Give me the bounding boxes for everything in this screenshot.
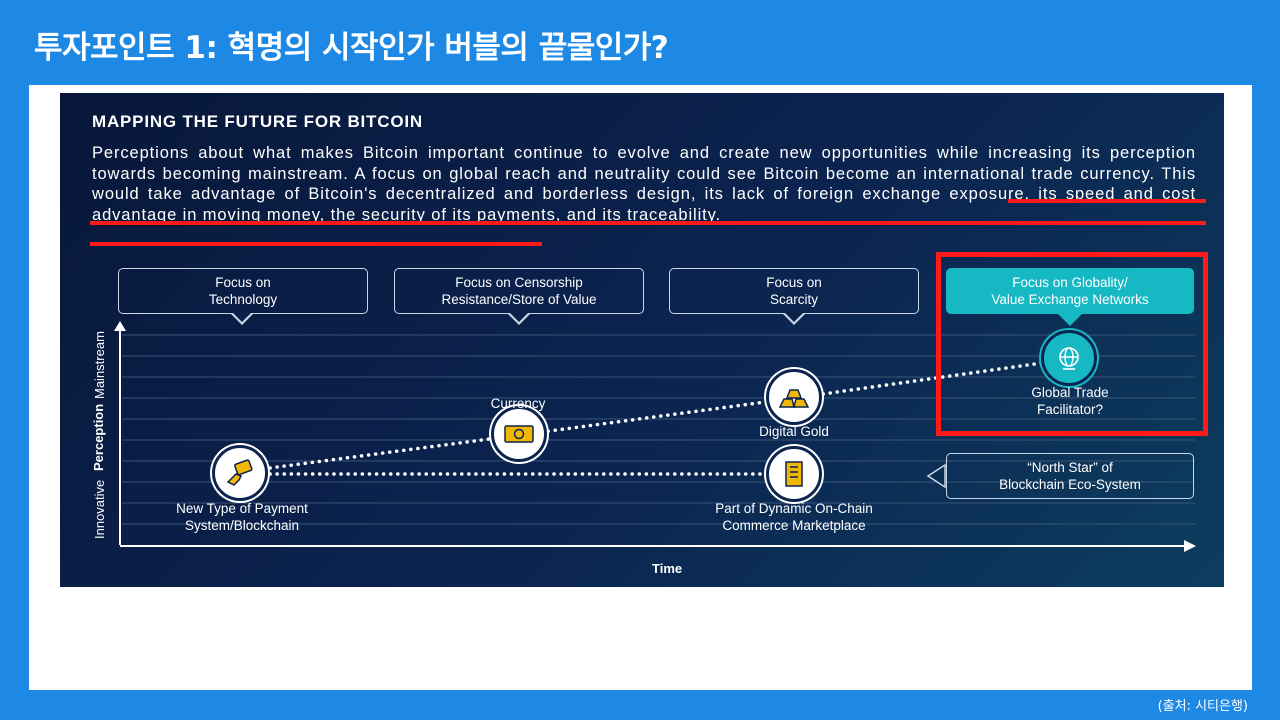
gold-bars-icon [778, 389, 810, 408]
focus-tail-inner [784, 312, 804, 322]
y-axis-arrow [114, 321, 126, 331]
focus-tail-teal [1057, 313, 1083, 326]
north-star-callout: “North Star” of Blockchain Eco-System [946, 453, 1194, 499]
y-axis-high-label: Mainstream [92, 331, 107, 399]
node-label-digital-gold: Digital Gold [759, 424, 829, 439]
gridlines [122, 334, 1195, 525]
callout-pointer [926, 463, 946, 489]
focus-tail-inner [232, 312, 252, 322]
focus-box-scarcity: Focus on Scarcity [669, 268, 919, 314]
bitcoin-infographic: MAPPING THE FUTURE FOR BITCOIN Perceptio… [60, 93, 1224, 587]
building-icon [785, 461, 803, 487]
node-label-commerce: Part of Dynamic On-Chain Commerce Market… [715, 501, 873, 533]
node-label-payment-system: New Type of Payment System/Blockchain [176, 501, 308, 533]
highlight-box [936, 252, 1208, 436]
y-axis-title: Perception [91, 403, 106, 471]
path-to-currency [268, 433, 522, 470]
focus-box-censorship: Focus on Censorship Resistance/Store of … [394, 268, 644, 314]
slide-title: 투자포인트 1: 혁명의 시작인가 버블의 끝물인가? [34, 30, 669, 66]
y-axis-low-label: Innovative [92, 479, 107, 539]
node-label-global-trade: Global Trade Facilitator? [1031, 385, 1109, 417]
focus-tail-inner [509, 312, 529, 322]
x-axis-arrow [1184, 540, 1196, 552]
focus-box-globality: Focus on Globality/ Value Exchange Netwo… [946, 268, 1194, 314]
node-digital-gold [766, 369, 822, 425]
globe-network-icon [1059, 347, 1079, 370]
node-commerce [766, 446, 822, 502]
infographic-heading: MAPPING THE FUTURE FOR BITCOIN [92, 112, 423, 131]
highlight-underline-2 [90, 221, 1206, 225]
highlight-underline-3 [90, 242, 542, 246]
x-axis-title: Time [652, 561, 683, 576]
timeline-chart [114, 321, 1196, 552]
payment-hand-icon [226, 459, 253, 486]
banknote-icon [504, 425, 534, 443]
node-currency [491, 406, 547, 462]
highlight-underline-1 [1008, 199, 1206, 203]
infographic-body-text: Perceptions about what makes Bitcoin imp… [92, 144, 1196, 224]
focus-box-technology: Focus on Technology [118, 268, 368, 314]
node-label-currency: Currency [490, 396, 546, 411]
node-global-trade [1041, 330, 1097, 386]
node-payment-system [212, 445, 268, 501]
source-caption: (출처: 시티은행) [1157, 699, 1248, 714]
